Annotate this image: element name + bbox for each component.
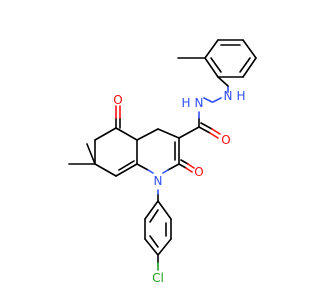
atom-label-o-amide: O bbox=[221, 133, 230, 147]
bond bbox=[86, 143, 96, 165]
bond bbox=[136, 128, 159, 141]
atom-label-h-amide: H bbox=[181, 96, 190, 110]
atom-label-n-hydrazine: N bbox=[224, 89, 233, 103]
bond bbox=[211, 128, 221, 135]
bond bbox=[209, 132, 219, 139]
bond bbox=[115, 127, 138, 141]
bond bbox=[149, 209, 159, 223]
bond bbox=[147, 169, 154, 174]
bond bbox=[167, 163, 180, 171]
bond bbox=[157, 200, 172, 220]
atom-label-n-ring: N bbox=[154, 174, 163, 188]
bond bbox=[210, 57, 222, 73]
hetero-bond-layer bbox=[115, 76, 229, 271]
bond bbox=[144, 238, 159, 256]
bond bbox=[178, 126, 200, 139]
molecule-canvas: O N O O N H N H Cl bbox=[68, 39, 257, 285]
bond bbox=[162, 169, 169, 174]
bond bbox=[149, 235, 159, 248]
atom-label-cl: Cl bbox=[152, 271, 164, 285]
bond bbox=[178, 163, 187, 169]
bond bbox=[200, 122, 213, 130]
bond bbox=[115, 163, 138, 177]
atom-label-n-amide: N bbox=[195, 96, 204, 110]
bond bbox=[157, 128, 180, 139]
bond bbox=[198, 126, 211, 134]
atom-label-o-ketone: O bbox=[113, 93, 122, 107]
bond bbox=[242, 39, 257, 59]
atom-label-layer: O N O O N H N H Cl bbox=[113, 89, 245, 285]
bond bbox=[239, 57, 251, 73]
bond bbox=[157, 238, 172, 256]
bond bbox=[136, 163, 149, 171]
bond-layer bbox=[68, 39, 257, 256]
atom-label-o-lactam: O bbox=[194, 165, 203, 179]
bond bbox=[212, 97, 222, 103]
bond bbox=[180, 159, 189, 165]
atom-label-h-hydrazine: H bbox=[236, 89, 245, 103]
bond bbox=[94, 127, 117, 141]
bond bbox=[144, 200, 159, 220]
bond bbox=[187, 163, 195, 169]
structure-diagram: O N O O N H N H Cl bbox=[68, 39, 257, 285]
bond bbox=[94, 163, 117, 177]
bond bbox=[217, 76, 229, 87]
bond bbox=[203, 97, 213, 103]
bond bbox=[185, 167, 193, 173]
bond bbox=[242, 57, 257, 78]
bond bbox=[204, 57, 219, 78]
bond bbox=[204, 39, 219, 59]
bond bbox=[118, 160, 135, 171]
